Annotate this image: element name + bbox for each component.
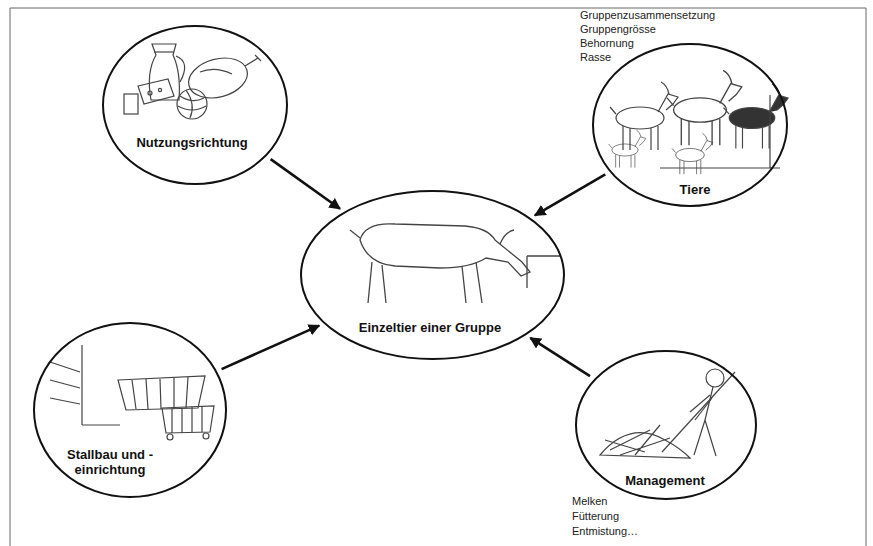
ellipse-shape bbox=[103, 26, 287, 184]
ellipse-shape bbox=[301, 191, 564, 359]
ellipse-node: Einzeltier einer Gruppe bbox=[300, 190, 565, 360]
ellipse-node: Tiere bbox=[592, 43, 788, 207]
node-label: Nutzungsrichtung bbox=[136, 135, 247, 150]
ellipse-shape bbox=[593, 44, 787, 206]
node-label: Stallbau und -einrichtung bbox=[60, 447, 160, 477]
annotation-label: Behornung bbox=[580, 36, 634, 50]
ellipse-node: Stallbau und -einrichtung bbox=[33, 322, 227, 498]
person-sweeping-sketch bbox=[600, 369, 735, 458]
ellipse-node: Management bbox=[575, 350, 757, 500]
annotation-label: Rasse bbox=[580, 50, 611, 64]
annotation-label: Entmistung… bbox=[572, 524, 638, 538]
goat-at-feeder bbox=[350, 224, 560, 303]
arrow-connector bbox=[535, 174, 605, 215]
annotation-label: Gruppengrösse bbox=[580, 22, 656, 36]
ellipse-outline bbox=[102, 25, 288, 185]
node-label: Tiere bbox=[680, 182, 711, 197]
ellipse-node: Nutzungsrichtung bbox=[102, 25, 288, 185]
stable-equipment-sketch bbox=[50, 345, 214, 440]
arrow-connector bbox=[530, 338, 590, 376]
node-label: Management bbox=[625, 473, 704, 488]
goats-sketch bbox=[609, 70, 789, 174]
products-sketch bbox=[124, 44, 261, 119]
frame-line bbox=[10, 8, 866, 546]
node-label: Einzeltier einer Gruppe bbox=[359, 320, 501, 335]
ellipse-shape bbox=[576, 351, 756, 499]
ellipse-outline bbox=[300, 190, 565, 360]
arrow-connector bbox=[222, 326, 320, 370]
arrow-connector bbox=[271, 159, 340, 209]
annotation-label: Melken bbox=[572, 494, 607, 508]
annotation-label: Fütterung bbox=[572, 509, 619, 523]
annotation-label: Gruppenzusammensetzung bbox=[580, 8, 715, 22]
ellipse-shape bbox=[34, 323, 226, 497]
